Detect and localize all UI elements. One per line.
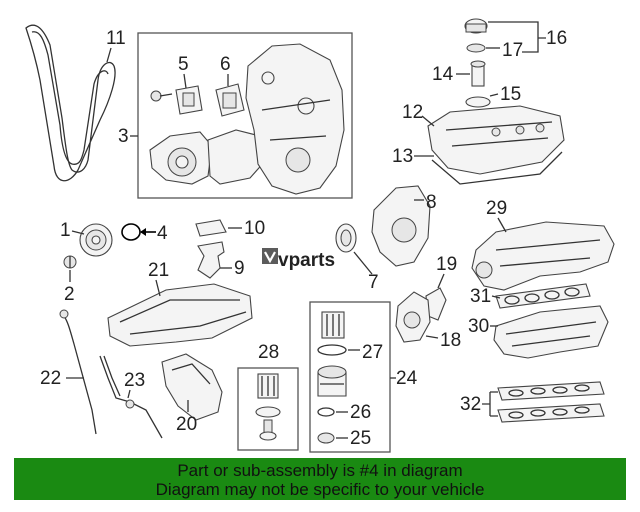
group-box-24 bbox=[309, 301, 391, 453]
intake-gasket-31 bbox=[495, 283, 591, 309]
callout-3: 3 bbox=[118, 126, 129, 147]
seal-7 bbox=[335, 223, 357, 253]
callout-4: 4 bbox=[157, 223, 168, 244]
callout-15: 15 bbox=[500, 84, 521, 105]
vparts-logo: vparts bbox=[262, 248, 335, 271]
callout-26: 26 bbox=[350, 402, 371, 423]
timing-cover bbox=[245, 43, 345, 195]
oil-filter-element bbox=[321, 311, 345, 339]
callout-23: 23 bbox=[124, 370, 145, 391]
logo-text: vparts bbox=[278, 250, 335, 271]
oil-filter-cap bbox=[317, 365, 347, 397]
callout-13: 13 bbox=[392, 146, 413, 167]
callout-30: 30 bbox=[468, 316, 489, 337]
callout-7: 7 bbox=[368, 272, 379, 293]
dipstick-tube bbox=[99, 355, 163, 439]
group-box-28 bbox=[237, 367, 299, 451]
callout-22: 22 bbox=[40, 368, 61, 389]
callout-14: 14 bbox=[432, 64, 454, 85]
callout-21: 21 bbox=[148, 260, 169, 281]
callout-17: 17 bbox=[502, 40, 523, 61]
dipstick bbox=[59, 309, 97, 435]
banner-line-1: Part or sub-assembly is #4 in diagram bbox=[177, 461, 463, 480]
valve-cover bbox=[427, 105, 565, 185]
banner-line-2: Diagram may not be specific to your vehi… bbox=[155, 480, 485, 499]
gasket-15 bbox=[465, 96, 491, 108]
callout-32: 32 bbox=[460, 394, 481, 415]
engine-parts-diagram: 11 3 5 6 1 bbox=[25, 18, 615, 453]
callout-1: 1 bbox=[60, 220, 71, 241]
callout-2: 2 bbox=[64, 284, 75, 305]
crankshaft-pulley bbox=[79, 223, 113, 257]
gasket-5 bbox=[175, 85, 203, 115]
timing-chain bbox=[25, 24, 116, 182]
oil-filler-cap bbox=[464, 18, 488, 53]
callout-12: 12 bbox=[402, 102, 423, 123]
callout-20: 20 bbox=[176, 414, 197, 435]
drain-plug-25 bbox=[317, 432, 335, 444]
oil-pan-upper bbox=[107, 283, 253, 347]
cover-8 bbox=[371, 185, 431, 267]
callout-8: 8 bbox=[426, 192, 437, 213]
o-ring-part-4 bbox=[121, 223, 156, 241]
callout-25: 25 bbox=[350, 428, 371, 449]
group-box-3 bbox=[137, 32, 353, 199]
oil-strainer bbox=[197, 241, 225, 279]
callout-10: 10 bbox=[244, 218, 265, 239]
callout-24: 24 bbox=[396, 368, 418, 389]
lower-intake-manifold bbox=[493, 305, 609, 359]
callout-6: 6 bbox=[220, 54, 231, 75]
callout-31: 31 bbox=[470, 286, 491, 307]
callout-11: 11 bbox=[106, 28, 126, 49]
info-banner: Part or sub-assembly is #4 in diagram Di… bbox=[14, 458, 626, 500]
bolt bbox=[150, 90, 173, 102]
oil-filter-bracket bbox=[395, 291, 431, 343]
oil-filter-element-28 bbox=[255, 373, 281, 441]
callout-16: 16 bbox=[546, 28, 567, 49]
strainer-gasket bbox=[195, 219, 227, 237]
callout-9: 9 bbox=[234, 258, 245, 279]
callout-28: 28 bbox=[258, 342, 279, 363]
gasket-6 bbox=[215, 83, 245, 117]
water-pump bbox=[149, 129, 267, 185]
callout-19: 19 bbox=[436, 254, 457, 275]
callout-18: 18 bbox=[440, 330, 461, 351]
callout-27: 27 bbox=[362, 342, 383, 363]
o-ring-26 bbox=[317, 407, 335, 417]
o-ring-27 bbox=[317, 344, 347, 356]
callout-29: 29 bbox=[486, 198, 507, 219]
pulley-bolt bbox=[63, 255, 77, 269]
exhaust-gaskets-32 bbox=[497, 381, 605, 423]
intake-manifold bbox=[471, 221, 615, 291]
filler-tube-14 bbox=[470, 60, 486, 87]
callout-5: 5 bbox=[178, 54, 189, 75]
oil-pan-lower bbox=[161, 353, 223, 421]
